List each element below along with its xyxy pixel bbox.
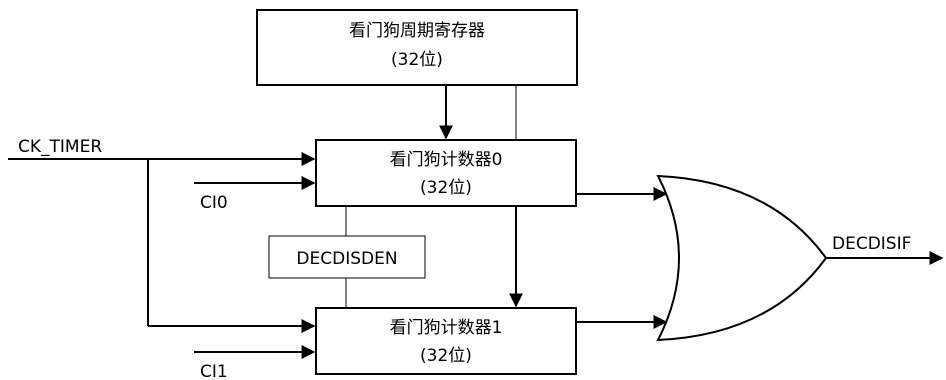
decdisden-block: DECDISDEN <box>268 235 426 279</box>
period-register-title: 看门狗周期寄存器 <box>349 21 485 41</box>
counter1-width: (32位) <box>420 346 472 366</box>
counter0-block: 看门狗计数器0 (32位) <box>315 139 577 207</box>
or-gate <box>656 174 828 342</box>
decdisif-label: DECDISIF <box>832 234 911 254</box>
period-register-block: 看门狗周期寄存器 (32位) <box>256 9 578 86</box>
period-register-width: (32位) <box>391 50 443 70</box>
ck-timer-label: CK_TIMER <box>18 137 102 157</box>
decdisden-label: DECDISDEN <box>296 249 397 269</box>
counter1-title: 看门狗计数器1 <box>390 318 503 338</box>
ci0-label: CI0 <box>200 193 228 213</box>
counter0-title: 看门狗计数器0 <box>390 150 503 170</box>
counter1-block: 看门狗计数器1 (32位) <box>315 307 577 375</box>
counter0-width: (32位) <box>420 178 472 198</box>
ci1-label: CI1 <box>200 362 228 380</box>
